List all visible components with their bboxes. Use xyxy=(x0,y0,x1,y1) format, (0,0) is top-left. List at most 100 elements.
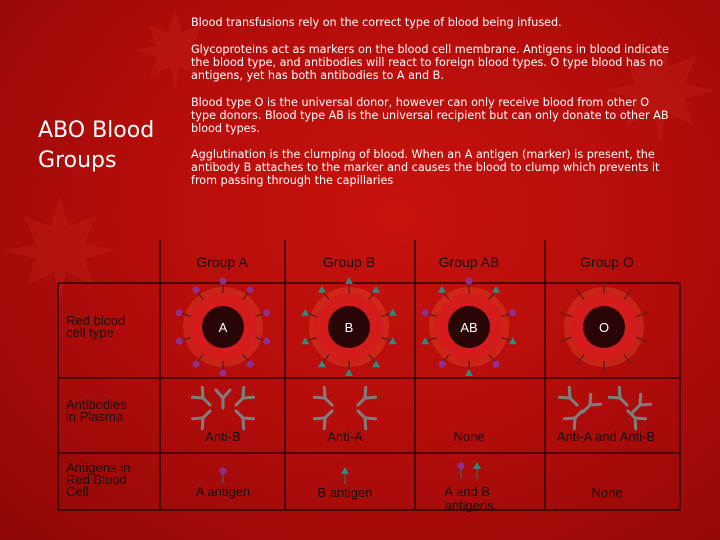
antigen-a-marker xyxy=(192,360,200,368)
antigen-label-a: A antigen xyxy=(196,484,250,499)
antigen-a-marker xyxy=(263,309,271,317)
maple-leaf-icon xyxy=(606,36,714,144)
row-label-antibodies-line1: Antibodies xyxy=(66,397,127,412)
antibody-shape xyxy=(190,409,212,431)
red-cell-b: B xyxy=(301,277,397,376)
antigen-b-marker xyxy=(421,337,430,345)
antigen-a-marker xyxy=(509,309,517,317)
antigen-a-marker xyxy=(465,277,473,285)
antigen-a-marker xyxy=(263,337,271,345)
antigen-b-marker xyxy=(301,308,310,316)
maple-leaf-icon xyxy=(6,196,114,304)
antigen-b-marker xyxy=(465,369,473,376)
antibody-shape xyxy=(607,385,629,407)
red-cell-ab: AB xyxy=(421,277,517,376)
antibody-icon xyxy=(557,385,579,407)
antibody-shape xyxy=(356,385,378,407)
antigen-b-marker xyxy=(388,308,397,316)
paragraph-universal-donor: Blood type O is the universal donor, how… xyxy=(191,96,669,135)
row-label-antigens-line2: Red Blood xyxy=(66,472,127,487)
antigen-label-b: B antigen xyxy=(318,485,373,500)
antibody-icon xyxy=(356,409,378,431)
antibody-shape xyxy=(190,385,212,407)
antibody-shape xyxy=(312,409,334,431)
antigen-b-marker xyxy=(345,369,353,376)
maple-leaf-icon xyxy=(134,9,216,91)
slide-title: ABO Blood Groups xyxy=(38,118,155,173)
antigen-b-marker xyxy=(372,360,381,368)
antigen-b-marker xyxy=(317,285,326,293)
antibody-shape xyxy=(234,409,256,431)
antibody-shape xyxy=(557,385,579,407)
antigen-a-marker xyxy=(492,360,500,368)
antibody-icon xyxy=(581,392,603,414)
paragraph-agglutination: Agglutination is the clumping of blood. … xyxy=(191,148,660,187)
row-label-red-cell-line2: cell type xyxy=(66,325,114,340)
antibody-icon xyxy=(631,392,653,414)
antigen-a-marker xyxy=(457,462,465,470)
cell-letter: O xyxy=(599,320,609,335)
antibody-icon xyxy=(234,409,256,431)
cell-spike xyxy=(576,289,585,300)
cell-spike xyxy=(576,354,585,365)
cell-spike xyxy=(636,312,648,318)
antibody-icon xyxy=(234,385,256,407)
antibody-shape xyxy=(581,392,603,414)
antibody-icon xyxy=(312,409,334,431)
cell-letter: B xyxy=(345,320,354,335)
antibody-shape xyxy=(356,409,378,431)
antigen-label-ab-line2: antigens xyxy=(444,498,494,513)
row-label-red-cell: Red blood cell type xyxy=(66,313,129,340)
cell-spike xyxy=(560,336,572,342)
antibody-shape xyxy=(562,409,584,431)
antigen-b-marker xyxy=(345,277,353,284)
antibody-icon xyxy=(190,409,212,431)
antibody-icon xyxy=(607,385,629,407)
antibody-label-o: Anti-A and Anti-B xyxy=(557,429,655,444)
row-label-antigens: Antigens in Red Blood Cell xyxy=(66,460,134,499)
antibody-icon xyxy=(356,385,378,407)
antigen-row xyxy=(219,462,481,484)
column-header-group-ab: Group AB xyxy=(439,254,500,270)
antigen-b-marker xyxy=(437,285,446,293)
antigen-a-marker xyxy=(175,309,183,317)
antigen-a-marker xyxy=(246,360,254,368)
antigen-b-marker xyxy=(301,337,310,345)
antigen-a-marker xyxy=(219,369,227,377)
row-label-red-cell-line1: Red blood xyxy=(66,313,125,328)
antigen-b-marker xyxy=(388,337,397,345)
row-label-antigens-line3: Cell xyxy=(66,484,89,499)
antibody-icon xyxy=(626,409,648,431)
red-cell-o: O xyxy=(560,281,648,373)
column-header-group-o: Group O xyxy=(580,254,634,270)
antigen-a-marker xyxy=(421,309,429,317)
antibody-shape xyxy=(312,385,334,407)
antigen-a-marker xyxy=(438,360,446,368)
cell-core xyxy=(202,306,244,348)
antibody-icon xyxy=(312,385,334,407)
cell-letter: AB xyxy=(460,320,477,335)
antibody-shape xyxy=(234,385,256,407)
antibody-shape xyxy=(631,392,653,414)
cell-core xyxy=(583,306,625,348)
antibody-shape xyxy=(626,409,648,431)
cell-spike xyxy=(623,354,632,365)
antigen-label-ab-line1: A and B xyxy=(444,484,490,499)
antigen-a-marker xyxy=(219,277,227,285)
red-cell-a: A xyxy=(175,277,271,377)
antibody-icon xyxy=(214,388,232,410)
cell-core xyxy=(448,306,490,348)
row-label-antibodies: Antibodies in Plasma xyxy=(66,397,130,424)
antigen-a-marker xyxy=(192,286,200,294)
cell-letter: A xyxy=(219,320,228,335)
antigen-b-marker xyxy=(372,285,381,293)
antigen-a-marker xyxy=(219,467,227,475)
antibody-label-b: Anti-A xyxy=(327,429,363,444)
antigen-b-marker xyxy=(341,467,349,474)
antigen-label-ab: A and B antigens xyxy=(444,484,494,513)
antigen-b-marker xyxy=(492,285,501,293)
row-label-antibodies-line2: in Plasma xyxy=(66,409,124,424)
